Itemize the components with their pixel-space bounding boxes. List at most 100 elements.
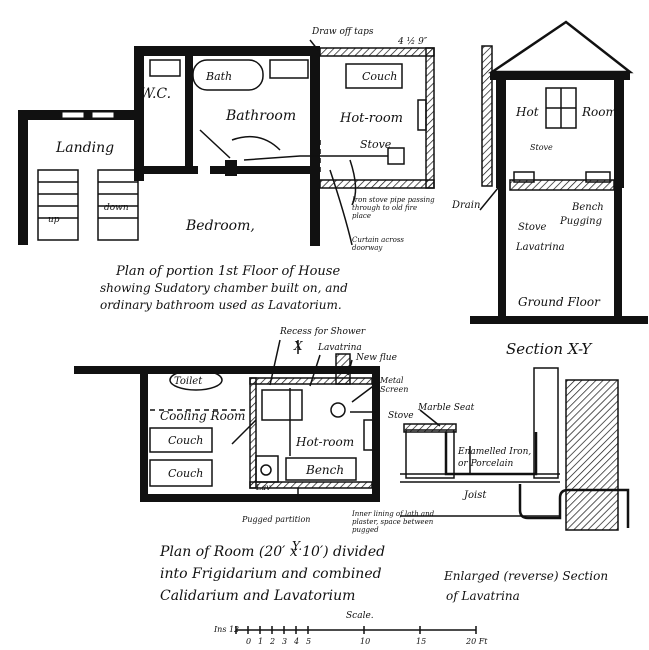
label-porcelain: or Porcelain: [458, 459, 513, 469]
lav-box: [255, 455, 279, 483]
bench-box: [285, 457, 357, 481]
pipe-leader: [349, 159, 357, 206]
scale-tick-0: 0: [246, 637, 251, 646]
label-up: up: [48, 215, 60, 225]
label-pugging: Pugging: [559, 216, 602, 227]
label-landing: Landing: [55, 140, 114, 156]
detail-wall: [565, 379, 619, 531]
wall-wc-partition: [185, 56, 193, 166]
section-lower-right: [614, 188, 622, 318]
caption-plan1-line1: Plan of portion 1st Floor of House: [115, 264, 340, 279]
taps-leader: [309, 39, 319, 51]
hot-room-wall-top: [319, 47, 435, 57]
caption-plan2-line1: Plan of Room (20′ x 10′) divided: [159, 544, 385, 560]
lavatrina-box: [261, 389, 303, 421]
lavatrina-detail: Marble Seat Enamelled Iron, or Porcelain…: [400, 367, 630, 603]
label-section-room: Room: [581, 105, 617, 119]
label-joist: Joist: [462, 490, 487, 501]
label-down: down: [104, 203, 129, 213]
landing-window-2: [91, 111, 115, 119]
couch-2-box: [149, 459, 213, 487]
section-bench-box: [585, 171, 611, 183]
caption-plan1-line3: ordinary bathroom used as Lavatorium.: [100, 298, 342, 312]
label-couch-1: Couch: [362, 70, 397, 83]
label-bathroom: Bathroom: [225, 108, 296, 124]
label-new-flue: New flue: [355, 353, 397, 363]
section-ground: [470, 316, 648, 324]
label-section-hot: Hot: [515, 105, 539, 119]
wall-bathroom-top: [134, 46, 320, 56]
plan2-wall-top: [74, 366, 380, 374]
label-section-stove-upper: Stove: [530, 143, 553, 152]
label-marble-seat: Marble Seat: [417, 403, 475, 413]
section-lower-left: [498, 188, 506, 318]
scale-tick-10: 10: [360, 637, 370, 646]
label-dim-top: 4 ½ 9″: [397, 36, 428, 47]
label-y-mark: Y.: [292, 539, 302, 553]
scale-tick-4: 4: [293, 637, 299, 646]
section-wall-right: [614, 78, 624, 188]
bath-tub: [192, 59, 264, 91]
plan2-hot-lining-left: [249, 377, 257, 489]
section-wall-left: [496, 78, 506, 188]
note-curtain: Curtain across doorway: [352, 236, 404, 252]
drain-pipe: [518, 484, 630, 528]
section-roof: [487, 20, 634, 74]
scale-bar: Scale. Ins 12 0 1 2 3 4 5 10 15 20 Ft: [213, 611, 488, 646]
note-iron-pipe: Iron stove pipe passing through to old f…: [352, 196, 435, 220]
couch-plan1: [345, 63, 403, 89]
plan2-hot-lining-bottom: [249, 481, 373, 489]
label-bedroom: Bedroom,: [185, 218, 255, 234]
wall-bathroom-right: [310, 56, 320, 246]
label-couch-p2-1: Couch: [168, 434, 203, 447]
stove-circle: [330, 402, 346, 418]
caption-plan2-line3: Calidarium and Lavatorium: [160, 588, 355, 604]
new-flue: [335, 353, 351, 385]
wall-landing-left: [18, 110, 28, 245]
drain-leader: [479, 187, 499, 211]
plan2-wall-right: [372, 366, 380, 502]
scale-tick-20: 20 Ft: [465, 637, 488, 646]
wall-bedroom-top: [138, 166, 198, 174]
plan2-wall-bottom: [140, 494, 380, 502]
label-wc: W.C.: [140, 86, 171, 102]
label-hot-room-1: Hot-room: [339, 111, 403, 126]
scale-tick-2: 2: [269, 637, 275, 646]
plan2-window: [363, 419, 375, 451]
label-bath: Bath: [205, 70, 232, 83]
note-inner-lining: Inner lining of lath and plaster, space …: [352, 510, 434, 534]
label-ground-floor: Ground Floor: [518, 295, 601, 309]
label-bench: Bench: [305, 463, 344, 477]
caption-detail-line1: Enlarged (reverse) Section: [443, 569, 608, 583]
wc-seat: [149, 59, 181, 77]
caption-section: Section X-Y: [506, 340, 593, 358]
wall-bedroom-top-2: [210, 166, 310, 174]
marble-seat-top: [403, 423, 457, 433]
scale-tick-5: 5: [306, 637, 311, 646]
plan2-door: [231, 388, 291, 456]
hot-room-wall-right: [425, 47, 435, 189]
note-metal-screen: Metal Screen: [380, 376, 408, 394]
detail-post: [533, 367, 559, 479]
section-x-y: Hot Room Stove Drain Bench Pugging Stove…: [451, 20, 648, 358]
caption-plan1-line2: showing Sudatory chamber built on, and: [100, 281, 348, 295]
toilet-fixture: [169, 369, 223, 391]
label-lav: Lav: [255, 483, 271, 492]
label-stove-1: Stove: [360, 138, 392, 151]
label-cooling-room: Cooling Room: [160, 409, 245, 423]
plan2-wall-left: [140, 366, 148, 502]
label-x-mark: X: [293, 339, 303, 353]
hot-room-window: [417, 99, 427, 131]
plan2-leaders: [269, 339, 377, 413]
curtain-leader: [329, 169, 353, 246]
label-pugged-partition: Pugged partition: [241, 515, 310, 524]
plan-first-floor: W.C. Bath Bathroom Hot-room Couch Stove …: [18, 27, 435, 312]
label-drain: Drain: [451, 200, 480, 211]
scale-label: Scale.: [346, 611, 374, 621]
hot-room-wall-bottom: [319, 179, 435, 189]
scale-tick-15: 15: [416, 637, 426, 646]
section-pugging: [509, 179, 615, 191]
plan-room-divided: Toilet Cooling Room Couch Couch Hot-room…: [74, 327, 488, 646]
